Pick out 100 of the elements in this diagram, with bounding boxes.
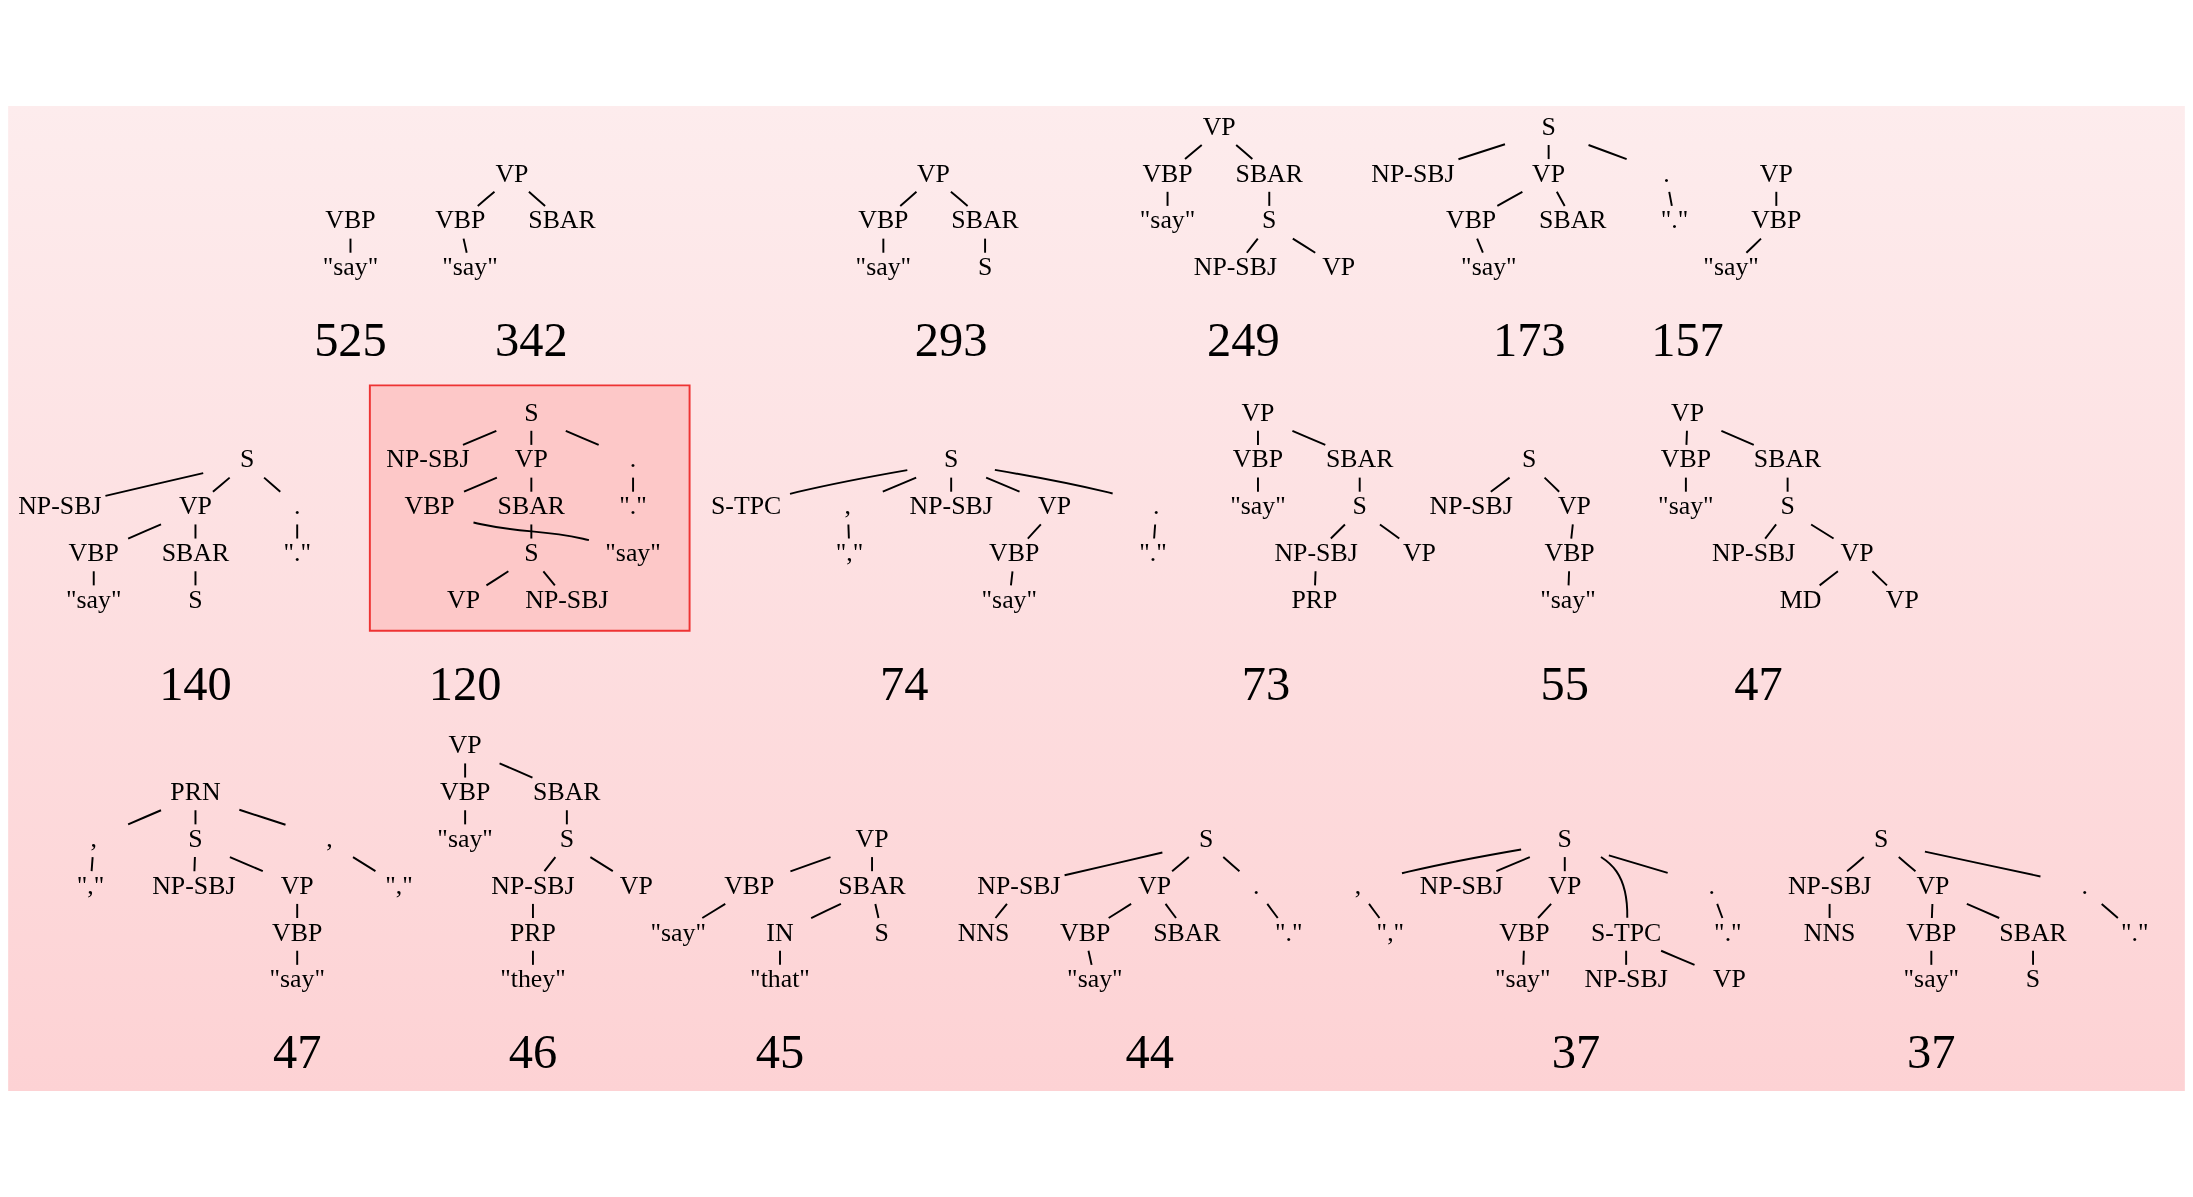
label: 37 <box>1551 1025 1601 1079</box>
connector <box>1930 949 1933 966</box>
connector <box>127 809 162 826</box>
node-text: VP <box>1038 491 1072 521</box>
node-text: VBP <box>1660 444 1712 474</box>
connector <box>1368 902 1381 919</box>
label: 249 <box>1207 313 1280 367</box>
node-text: VBP <box>404 491 455 521</box>
node-text: S <box>1541 111 1556 141</box>
connector <box>1235 144 1254 161</box>
node-text: VP <box>1241 397 1275 427</box>
connector <box>1587 144 1628 161</box>
node-text: . <box>1153 491 1160 521</box>
node-text: "say" <box>981 584 1038 614</box>
node-text: "say" <box>1067 964 1123 994</box>
node-text: NP-SBJ <box>386 444 470 474</box>
connector <box>472 521 590 542</box>
connector <box>476 190 496 207</box>
node-text: VP <box>1840 538 1874 568</box>
connector <box>532 902 534 919</box>
label: 525 <box>314 313 387 367</box>
node-text: SBAR <box>161 538 230 568</box>
connector <box>1810 523 1835 540</box>
node-text: , <box>844 491 852 521</box>
connector <box>1245 237 1259 254</box>
node-text: SBAR <box>1153 917 1221 947</box>
connector <box>464 762 467 779</box>
node-text: S <box>874 917 889 947</box>
node-text: S-TPC <box>710 491 782 521</box>
node-text: S <box>1557 823 1572 853</box>
connector <box>462 237 468 254</box>
node-text: VP <box>916 158 950 188</box>
connector <box>1026 523 1042 540</box>
node-text: , <box>90 823 97 853</box>
connector <box>1684 476 1687 493</box>
connector <box>1846 856 1865 873</box>
label: 293 <box>914 313 988 367</box>
connector <box>1668 190 1673 207</box>
connector <box>194 523 197 540</box>
node-text: VP <box>178 491 212 521</box>
node-text: VP <box>1548 870 1582 900</box>
node-text: S <box>1199 823 1214 853</box>
node-text: VP <box>1532 158 1566 188</box>
node-text: NP-SBJ <box>152 870 236 900</box>
node-text: S <box>943 444 959 474</box>
connector <box>881 476 918 493</box>
node-text: NNS <box>1803 917 1856 947</box>
connector <box>1457 143 1506 161</box>
connector <box>1871 570 1888 587</box>
connector <box>564 429 600 446</box>
connector <box>1222 856 1241 873</box>
connector <box>993 468 1114 495</box>
label: 120 <box>428 657 502 711</box>
node-text: S <box>188 823 203 853</box>
node-text: SBAR <box>838 870 906 900</box>
node-text: VBP <box>435 205 486 235</box>
node-text: VBP <box>724 870 775 900</box>
node-text: NP-SBJ <box>1429 491 1513 521</box>
node-text: PRP <box>509 917 556 947</box>
node-text: SBAR <box>533 777 601 807</box>
connector <box>1930 902 1934 919</box>
connector <box>2032 949 2035 966</box>
connector <box>1291 237 1317 254</box>
node-text: "say" <box>1903 964 1960 994</box>
node-text: VBP <box>1499 917 1550 947</box>
connector <box>1567 570 1571 587</box>
node-text: VBP <box>1544 538 1595 568</box>
connector <box>1266 902 1279 919</box>
node-text: VP <box>1138 870 1172 900</box>
connector <box>1329 523 1346 540</box>
connector <box>882 237 885 254</box>
node-text: S <box>524 538 539 568</box>
node-text: NP-SBJ <box>1193 252 1277 282</box>
connector <box>1489 476 1511 493</box>
connector <box>1009 570 1014 587</box>
node-text: "say" <box>1703 252 1759 282</box>
connector <box>1257 476 1259 493</box>
connector <box>1063 851 1164 877</box>
node-text: SBAR <box>1539 205 1607 235</box>
label: 44 <box>1125 1025 1175 1079</box>
node-text: IN <box>766 917 794 947</box>
node-text: "say" <box>855 252 912 282</box>
connector <box>1184 144 1203 161</box>
connector <box>1685 429 1688 446</box>
connector <box>1495 856 1531 873</box>
connector <box>1625 949 1628 966</box>
label: 342 <box>495 313 568 367</box>
node-text: NNS <box>957 917 1010 947</box>
node-text: VBP <box>1906 917 1957 947</box>
connector <box>498 762 534 779</box>
node-text: VP <box>1202 111 1236 141</box>
node-text: NP-SBJ <box>525 584 609 614</box>
cluster <box>368 384 691 632</box>
node-text: "say" <box>322 252 379 282</box>
node-text: VBP <box>440 777 491 807</box>
connector <box>899 190 918 207</box>
node-text: NP-SBJ <box>1274 538 1358 568</box>
connector <box>632 476 635 493</box>
node-text: . <box>293 491 301 521</box>
connector <box>485 570 510 587</box>
